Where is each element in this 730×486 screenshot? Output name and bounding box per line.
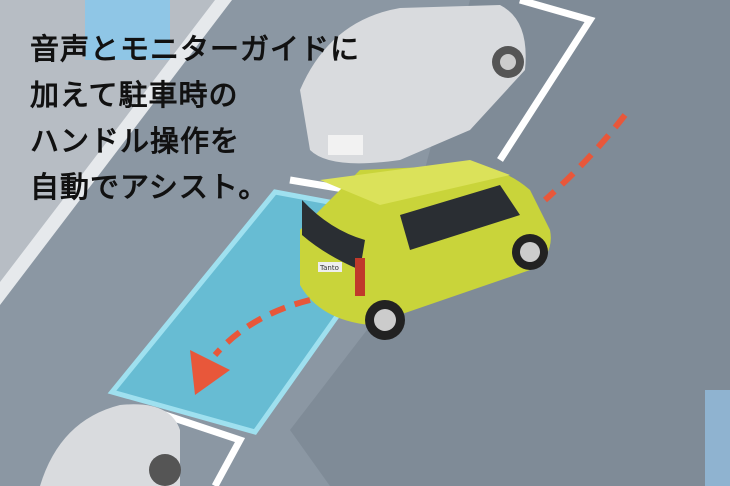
arrow-head-icon bbox=[190, 350, 230, 395]
parked-car-top bbox=[300, 5, 526, 164]
headline-line: 自動でアシスト。 bbox=[30, 170, 269, 204]
assisted-car: Tanto bbox=[300, 160, 551, 340]
path-arrow-segment bbox=[543, 113, 628, 203]
path-arrow-segment bbox=[212, 297, 311, 357]
window-reflection bbox=[85, 0, 170, 60]
parking-line bbox=[148, 406, 246, 486]
target-parking-slot bbox=[112, 192, 345, 432]
road-edge-line bbox=[0, 0, 232, 305]
parking-line bbox=[497, 0, 596, 162]
headline-line: 加えて駐車時の bbox=[30, 78, 239, 112]
headline-line: 音声とモニターガイドに bbox=[30, 32, 361, 66]
car-badge: Tanto bbox=[319, 264, 339, 272]
headline: 音声とモニターガイドに 加えて駐車時の ハンドル操作を 自動でアシスト。 bbox=[30, 26, 360, 210]
headline-line: ハンドル操作を bbox=[30, 124, 241, 158]
right-edge-structure bbox=[705, 390, 730, 486]
parked-car-bottom bbox=[40, 404, 181, 486]
